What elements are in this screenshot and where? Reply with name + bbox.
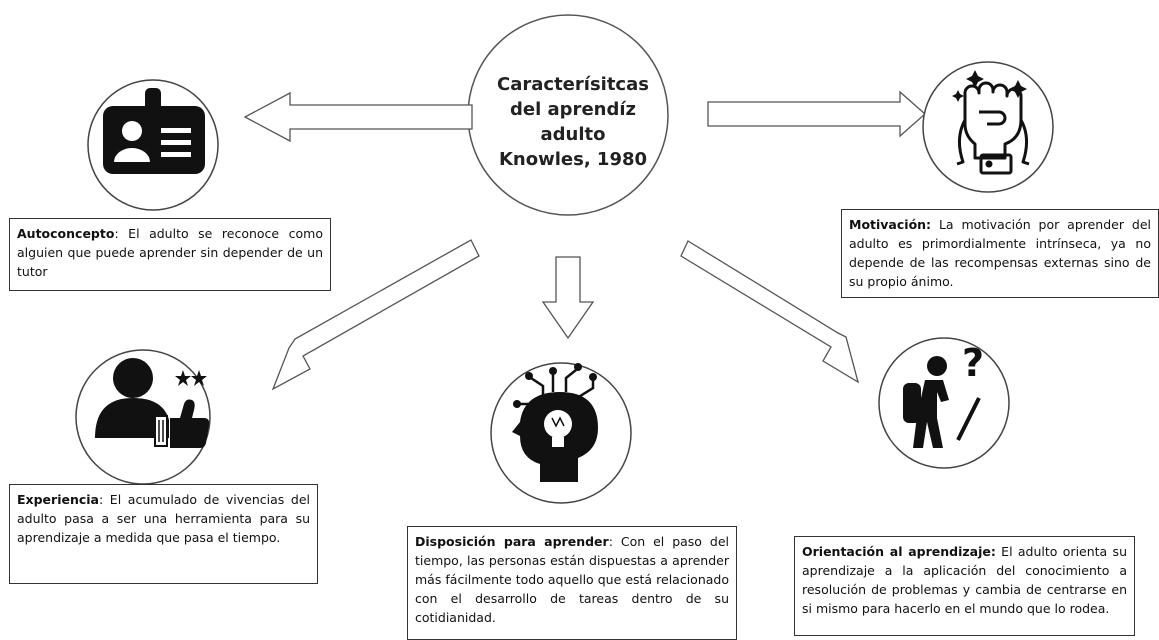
- disposicion-title: Disposición para aprender: [415, 534, 609, 549]
- disposicion-text: : Con el paso del tiempo, las personas e…: [415, 534, 729, 625]
- autoconcepto-text: : El adulto se reconoce como alguien que…: [17, 226, 323, 279]
- head-lightbulb-icon: [512, 363, 598, 482]
- motivacion-text: La motivación por aprender del adulto es…: [849, 217, 1151, 289]
- arrow-to-disposicion: [541, 256, 595, 340]
- orientacion-text: El adulto orienta su aprendizaje a la ap…: [802, 544, 1127, 616]
- arrow-to-orientacion: [680, 240, 860, 384]
- user-thumbs-up-icon: [95, 358, 210, 448]
- arrow-to-autoconcepto: [243, 91, 473, 143]
- motivacion-title: Motivación:: [849, 217, 932, 232]
- svg-text:?: ?: [962, 341, 984, 385]
- center-title-line-3: adulto: [540, 124, 606, 145]
- autoconcepto-box: Autoconcepto: El adulto se reconoce como…: [9, 218, 331, 291]
- experiencia-box: Experiencia: El acumulado de vivencias d…: [9, 484, 318, 584]
- orientacion-box: Orientación al aprendizaje: El adulto or…: [794, 536, 1135, 636]
- orientacion-title: Orientación al aprendizaje:: [802, 544, 996, 559]
- autoconcepto-title: Autoconcepto: [17, 226, 115, 241]
- arrow-to-motivacion: [707, 90, 926, 138]
- center-title-line-4: Knowles, 1980: [498, 149, 648, 170]
- center-title: Caracterísitcas del aprendíz adulto Know…: [478, 72, 668, 172]
- arrow-to-experiencia: [271, 239, 480, 391]
- center-title-line-1: Caracterísitcas: [497, 74, 649, 95]
- center-title-line-2: del aprendíz: [510, 99, 636, 120]
- experiencia-title: Experiencia: [17, 492, 99, 507]
- hiker-question-icon: ?: [903, 341, 984, 448]
- experiencia-text: : El acumulado de vivencias del adulto p…: [17, 492, 310, 545]
- motivacion-box: Motivación: La motivación por aprender d…: [841, 209, 1159, 298]
- id-card-icon: [103, 88, 205, 174]
- raised-fist-icon: [952, 70, 1030, 175]
- disposicion-box: Disposición para aprender: Con el paso d…: [407, 526, 737, 640]
- orientacion-circle: [878, 337, 1010, 469]
